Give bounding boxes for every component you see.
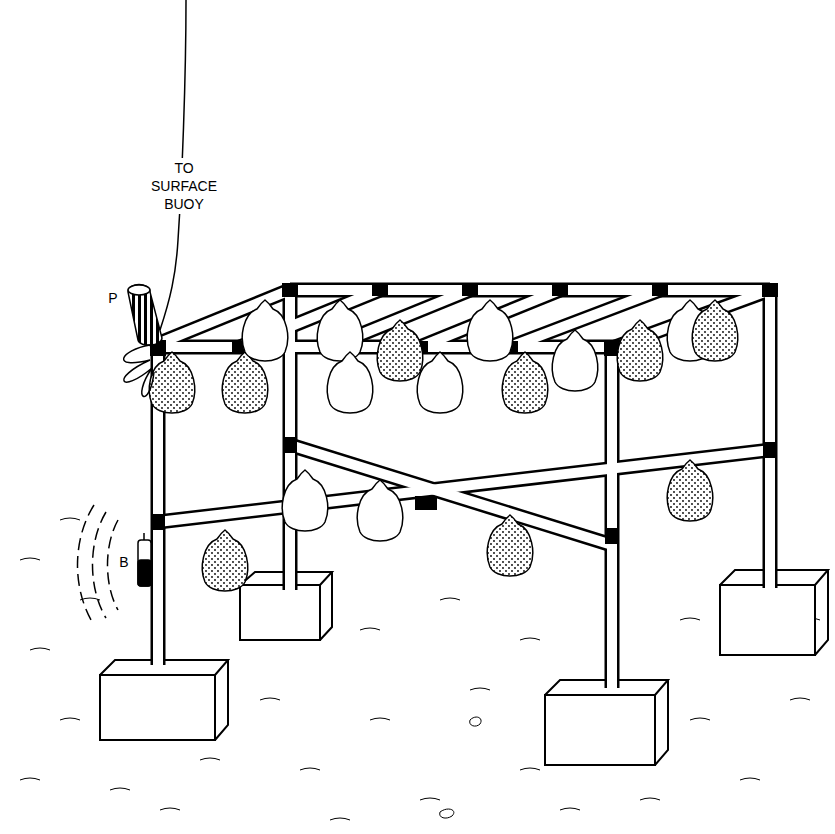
pipe-joint (150, 283, 778, 544)
pipe-fill (150, 290, 770, 688)
part-letter: P (101, 288, 125, 308)
sea-floor (20, 518, 820, 820)
callout-text: TO SURFACE BUOY (145, 158, 223, 214)
float (124, 285, 162, 397)
pinger (78, 505, 152, 625)
sample-bag (149, 300, 737, 591)
anchor-block (100, 570, 828, 765)
part-letter: B (112, 552, 136, 572)
pipe-outline (150, 290, 770, 688)
